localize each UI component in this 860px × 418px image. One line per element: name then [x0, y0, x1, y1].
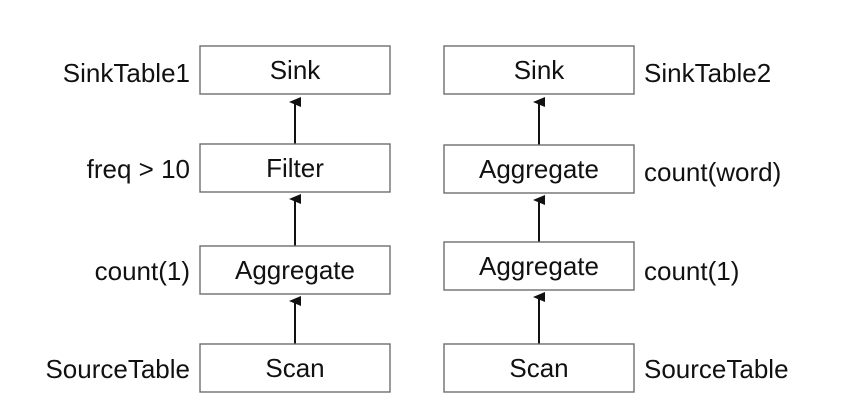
right-aggregate-bottom-annotation: count(1)	[644, 256, 739, 286]
left-node-aggregate: Aggregate count(1)	[95, 245, 391, 295]
right-scan-annotation: SourceTable	[644, 354, 789, 384]
left-node-sink: Sink SinkTable1	[63, 45, 391, 95]
right-aggregate-bottom-label: Aggregate	[479, 251, 599, 281]
left-sink-label: Sink	[270, 55, 322, 85]
pipeline-right: Sink SinkTable2 Aggregate count(word) Ag…	[443, 45, 789, 393]
right-aggregate-top-annotation: count(word)	[644, 157, 781, 187]
right-aggregate-top-label: Aggregate	[479, 154, 599, 184]
right-sink-label: Sink	[514, 55, 566, 85]
right-sink-box	[443, 45, 635, 95]
pipeline-left: Sink SinkTable1 Filter freq > 10 Aggrega…	[45, 45, 391, 393]
right-node-scan: Scan SourceTable	[443, 343, 789, 393]
left-node-filter: Filter freq > 10	[87, 143, 391, 193]
right-node-aggregate-top: Aggregate count(word)	[443, 144, 781, 194]
left-sink-annotation: SinkTable1	[63, 58, 190, 88]
right-sink-annotation: SinkTable2	[644, 58, 771, 88]
left-aggregate-annotation: count(1)	[95, 256, 190, 286]
right-node-sink: Sink SinkTable2	[443, 45, 771, 95]
left-aggregate-label: Aggregate	[235, 255, 355, 285]
left-scan-box	[199, 343, 391, 393]
right-aggregate-bottom-box	[443, 241, 635, 291]
left-filter-label: Filter	[266, 153, 324, 183]
left-node-scan: Scan SourceTable	[45, 343, 391, 393]
right-aggregate-top-box	[443, 144, 635, 194]
left-scan-label: Scan	[265, 353, 324, 383]
left-scan-annotation: SourceTable	[45, 354, 190, 384]
left-aggregate-box	[199, 245, 391, 295]
left-filter-box	[199, 143, 391, 193]
right-scan-box	[443, 343, 635, 393]
right-node-aggregate-bottom: Aggregate count(1)	[443, 241, 739, 291]
left-filter-annotation: freq > 10	[87, 154, 190, 184]
right-scan-label: Scan	[509, 353, 568, 383]
left-sink-box	[199, 45, 391, 95]
